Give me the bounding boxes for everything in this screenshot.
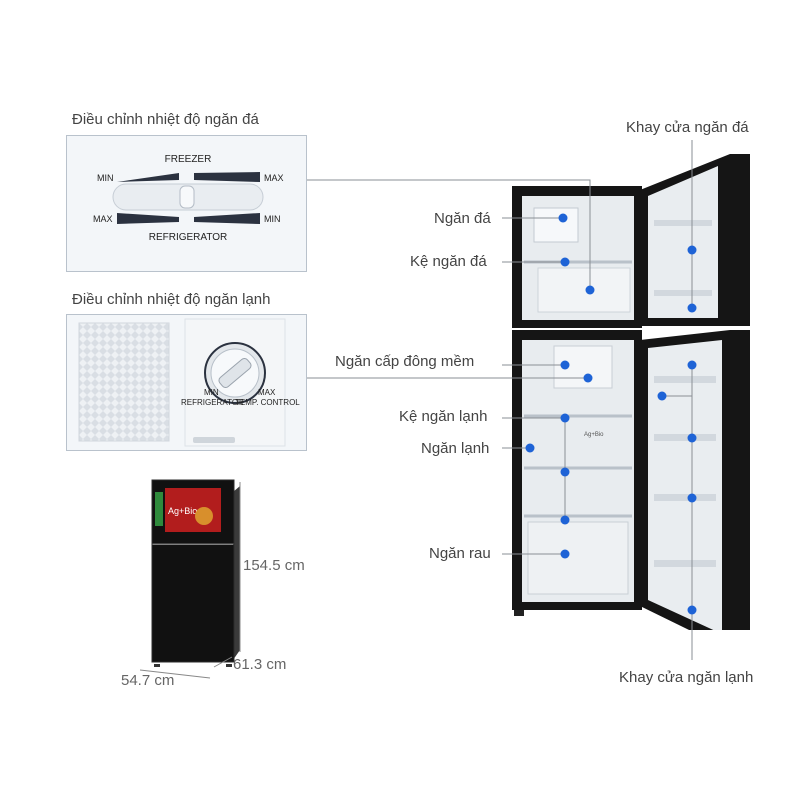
pointer-dot-khay-lanh-5 [687,605,697,615]
dial-refrigerator-label: REFRIGERATOR [181,398,244,407]
vegetable-drawer [527,521,629,595]
pointer-dot-khay-lanh-1 [687,360,697,370]
height-dimension: 154.5 cm [243,557,305,574]
fridge-door-bin-1 [654,376,716,383]
depth-dim-line [213,656,233,668]
label-ngan-rau: Ngăn rau [429,545,491,562]
freezer-min-label: MIN [97,173,114,183]
pointer-dot-khay-lanh-3 [687,433,697,443]
foot-right [226,664,232,667]
slider-knob [179,185,195,209]
pointer-dot-freezer-control [585,285,595,295]
fridge-door [152,545,234,662]
fridge-max-label: MAX [93,214,113,224]
fridge-control-caption: Điều chỉnh nhiệt độ ngăn lạnh [72,291,271,308]
fridge-door-bin-2 [654,434,716,441]
dial-grip [218,357,252,389]
width-dimension: 54.7 cm [121,672,175,689]
fridge-control-graphic: MIN MAX REFRIGERATOR TEMP. CONTROL [78,318,300,447]
pointer-dot-ngan-rau [560,549,570,559]
freezer-door-inner [648,166,718,318]
fridge-control-panel: MIN MAX REFRIGERATOR TEMP. CONTROL [66,314,307,451]
label-khay-cua-ngan-da: Khay cửa ngăn đá [626,119,749,136]
dial-min-label: MIN [204,388,219,397]
dial-temp-control-label: TEMP. CONTROL [235,398,300,407]
freezer-door-bin-1 [654,220,712,226]
fridge-wedge-left [117,213,179,224]
interior-brand-text: Ag+Bio [584,432,604,438]
label-ngan-lanh: Ngăn lạnh [421,440,490,457]
housing-slot [193,437,235,443]
freezer-wedge-right [194,172,260,182]
pointer-dot-ke-ngan-da [560,257,570,267]
freezer-control-caption: Điều chỉnh nhiệt độ ngăn đá [72,111,259,128]
label-ke-ngan-da: Kệ ngăn đá [410,253,487,270]
label-ke-ngan-lanh: Kệ ngăn lạnh [399,408,488,425]
open-fridge-diagram: Ag+Bio [512,154,750,630]
fridge-door-bin-4 [654,560,716,567]
closed-fridge-diagram: Ag+Bio [140,479,241,679]
fridge-outline [151,479,235,663]
fridge-foot [514,610,524,616]
fridge-door-inner [648,340,722,630]
label-ngan-cap-dong-mem: Ngăn cấp đông mềm [335,353,475,370]
fridge-side [233,486,240,660]
fridge-door-bin-3 [654,494,716,501]
freezer-title: FREEZER [165,154,212,165]
ice-tray [533,207,579,243]
fridge-min-label: MIN [264,214,281,224]
ke-ngan-lanh-leader [502,417,566,520]
freezer-wedge-left [117,173,179,182]
freezer-basket [537,267,631,313]
pointer-dot-ngan-lanh [525,443,535,453]
pointer-dot-ngan-da [558,213,568,223]
freezer-control-panel: FREEZER MIN MAX MAX MIN REFRIGERATOR [66,135,307,272]
pointer-dot-khay-lanh-2 [657,391,667,401]
energy-label [155,492,163,526]
refrigerator-title: REFRIGERATOR [149,232,228,243]
pointer-dot-ke-ngan-lanh-2 [560,467,570,477]
pointer-dot-fridge-control [583,373,593,383]
food-image [195,507,213,525]
fridge-brand-text: Ag+Bio [168,506,197,516]
pointer-dot-ke-ngan-lanh-3 [560,515,570,525]
foot-left [154,664,160,667]
fridge-wedge-right [194,213,260,224]
promo-sticker [165,488,221,532]
freezer-control-leader [307,179,591,290]
label-khay-cua-ngan-lanh: Khay cửa ngăn lạnh [619,669,754,686]
pointer-dot-ngan-cap-dong-mem [560,360,570,370]
pointer-dot-khay-lanh-4 [687,493,697,503]
freezer-control-graphic: FREEZER MIN MAX MAX MIN REFRIGERATOR [93,154,284,243]
freezer-door-bin-2 [654,290,712,296]
dial-max-label: MAX [258,388,276,397]
pointer-dot-khay-da-2 [687,303,697,313]
pointer-dot-ke-ngan-lanh-1 [560,413,570,423]
pointer-dot-khay-da-1 [687,245,697,255]
width-dim-line [140,669,211,679]
light-diffuser [78,322,170,442]
depth-dimension: 61.3 cm [233,656,287,673]
label-ngan-da: Ngăn đá [434,210,491,227]
freezer-max-label: MAX [264,173,284,183]
